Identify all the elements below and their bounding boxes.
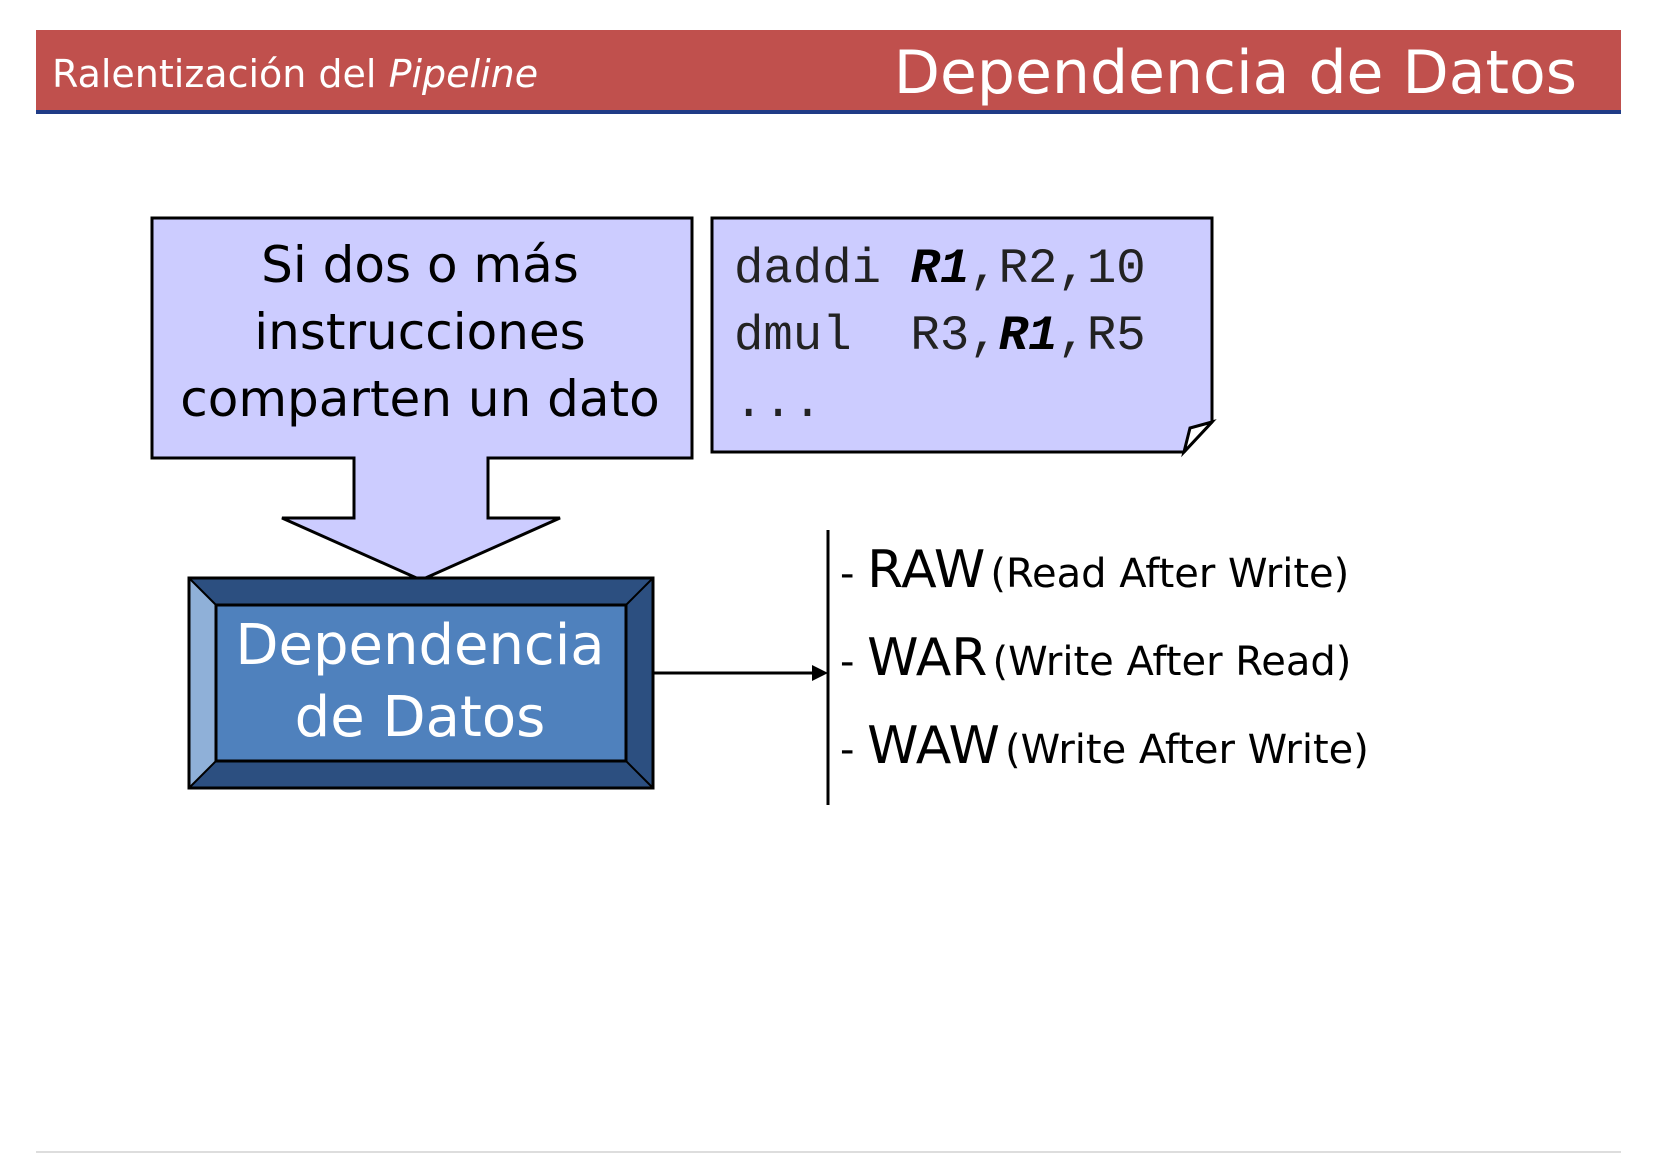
condition-callout-shape <box>150 216 694 582</box>
section-title-italic: Pipeline <box>388 52 539 96</box>
hazard-dash: - <box>840 551 868 597</box>
hazard-abbr: WAR <box>867 628 988 688</box>
hazard-abbr: WAW <box>867 716 1000 776</box>
hazard-dash: - <box>840 727 868 773</box>
footer-divider <box>36 1151 1621 1153</box>
code-line-2: dmul R3,R1,R5 <box>734 303 1146 370</box>
hazard-desc: (Read After Write) <box>990 551 1350 597</box>
code-register-highlight: R1 <box>910 241 970 297</box>
dependency-label-line: de Datos <box>294 685 546 750</box>
condition-line: instrucciones <box>254 303 586 361</box>
condition-line: Si dos o más <box>261 236 579 294</box>
hazard-desc: (Write After Write) <box>1004 727 1369 773</box>
code-note-fold <box>1181 419 1217 458</box>
hazard-item-war: - WAR (Write After Read) <box>840 628 1351 688</box>
code-rest: ,R5 <box>1057 308 1146 364</box>
code-rest: ,R2,10 <box>969 241 1146 297</box>
hazard-abbr: RAW <box>867 540 986 600</box>
slide-title: Dependencia de Datos <box>893 38 1577 108</box>
code-op: daddi <box>734 241 911 297</box>
condition-line: comparten un dato <box>180 370 660 428</box>
hazard-item-waw: - WAW (Write After Write) <box>840 716 1369 776</box>
hazard-dash: - <box>840 639 868 685</box>
dependency-box-shape <box>187 576 655 790</box>
condition-text: Si dos o más instrucciones comparten un … <box>152 232 688 433</box>
slide-header: Ralentización del Pipeline Dependencia d… <box>36 30 1621 114</box>
code-register-highlight: R1 <box>998 308 1058 364</box>
code-line-1: daddi R1,R2,10 <box>734 236 1146 303</box>
section-title: Ralentización del Pipeline <box>52 52 538 96</box>
code-op: dmul R3, <box>734 308 999 364</box>
dependency-label-line: Dependencia <box>235 613 605 678</box>
section-title-prefix: Ralentización del <box>52 52 377 96</box>
connector-arrowhead <box>812 665 828 681</box>
hazard-item-raw: - RAW (Read After Write) <box>840 540 1349 600</box>
dependency-label: Dependencia de Datos <box>200 610 640 754</box>
hazard-desc: (Write After Read) <box>992 639 1352 685</box>
code-line-3: ... <box>734 375 823 431</box>
